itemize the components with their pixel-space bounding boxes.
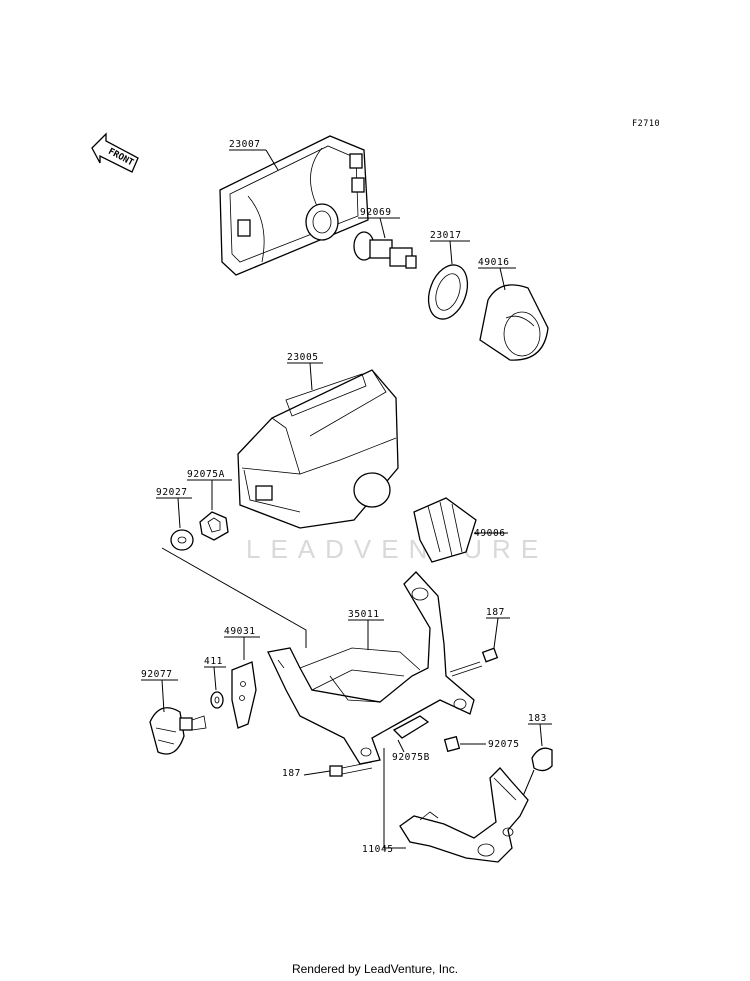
bracket-35011[interactable] [267, 571, 475, 765]
label-92075A: 92075A [187, 469, 225, 480]
cap-92027[interactable] [170, 529, 194, 551]
label-187-lower: 187 [282, 768, 301, 779]
label-92027: 92027 [156, 487, 188, 498]
headlight-cover-23005[interactable] [237, 369, 399, 529]
rubber-boot-49016[interactable] [479, 284, 549, 361]
label-183: 183 [528, 713, 547, 724]
front-arrow-icon: FRONT [91, 132, 139, 173]
bulb-92069[interactable] [353, 231, 417, 269]
label-49016: 49016 [478, 257, 510, 268]
diagram-code: F2710 [632, 119, 660, 129]
grommet-92075[interactable] [443, 735, 461, 753]
cap-183[interactable] [531, 747, 553, 772]
knob-92077[interactable] [149, 707, 207, 755]
mount-bracket-11045[interactable] [399, 767, 529, 863]
label-23005: 23005 [287, 352, 319, 363]
grommet-49006[interactable] [413, 497, 477, 563]
label-92075: 92075 [488, 739, 520, 750]
label-49006: 49006 [474, 528, 506, 539]
label-11045: 11045 [362, 844, 394, 855]
label-187-upper: 187 [486, 607, 505, 618]
grommet-92075A[interactable] [199, 511, 229, 541]
label-49031: 49031 [224, 626, 256, 637]
headlight-unit-23007[interactable] [219, 135, 369, 276]
label-92077: 92077 [141, 669, 173, 680]
label-92069: 92069 [360, 207, 392, 218]
watermark-text: LEADVENTURE [246, 534, 548, 564]
footer-credit: Rendered by LeadVenture, Inc. [291, 962, 459, 976]
label-411: 411 [204, 656, 223, 667]
label-23007: 23007 [229, 139, 261, 150]
label-23017: 23017 [430, 230, 462, 241]
clip-92075B[interactable] [392, 715, 430, 739]
washer-411[interactable] [210, 691, 224, 709]
bolt-187-lower[interactable] [329, 761, 373, 777]
label-35011: 35011 [348, 609, 380, 620]
retaining-ring-23017[interactable] [422, 260, 475, 325]
bolt-187-upper[interactable] [449, 647, 499, 677]
label-92075B: 92075B [392, 752, 430, 763]
plate-49031[interactable] [231, 661, 257, 729]
